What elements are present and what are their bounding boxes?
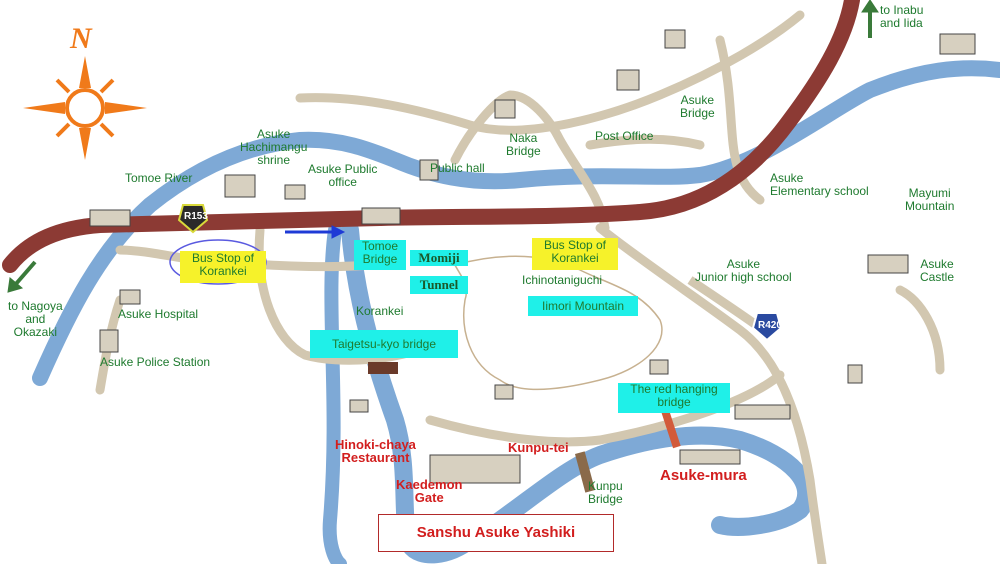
building [89,209,131,227]
post-office-label: Post Office [595,129,654,143]
tunnel-label: Tunnel [410,276,468,294]
taigetsu-kyo-label: Taigetsu-kyo bridge [310,330,458,358]
public-hall-label: Public hall [430,161,485,175]
bus-stop-circle [169,239,267,285]
building [847,364,863,384]
building [616,69,640,91]
ichinotaniguchi-label: Ichinotaniguchi [522,273,603,287]
red-hanging-bridge [661,409,681,449]
asuke-elementary-label: Asuke Elementary school [770,171,869,198]
asuke-mura-label: Asuke-mura [660,467,747,484]
asuke-castle-label: Asuke Castle [920,257,955,284]
hinoki-chaya-label: Hinoki-chaya Restaurant [335,437,416,465]
building [349,399,369,413]
to-nagoya-okazaki-label: to Nagoya and Okazaki [8,299,63,339]
asuke-police-label: Asuke Police Station [100,355,211,369]
asuke-public-office-label: Asuke Public office [308,162,378,189]
building [119,289,141,305]
asuke-hospital-label: Asuke Hospital [118,307,199,321]
r420-shield [751,312,783,342]
building [734,404,791,420]
asuke-hachimangu-label: Asuke Hachimangu shrine [240,127,308,167]
building [679,449,741,465]
asuke-junior-high-label: Asuke Junior high school [695,257,792,284]
building [867,254,909,274]
road-g [585,134,705,150]
building [429,454,521,484]
red-hanging-bridge-label: The red hanging bridge [618,383,730,413]
naka-bridge-label: Naka Bridge [506,131,541,158]
to-inabu-iida-label: to Inabu and Iida [880,3,924,30]
r420-label: R420 [758,320,782,331]
compass-north-label: N [70,22,92,55]
iimori-mountain-label: Iimori Mountain [528,296,638,316]
tomoe-river [32,60,1000,386]
building [99,329,119,353]
building [224,174,256,198]
asuke-bridge-label: Asuke Bridge [680,93,715,120]
mayumi-mountain-label: Mayumi Mountain [905,186,955,213]
kaedemon-gate-label: Kaedemon Gate [396,477,463,505]
building [284,184,306,200]
compass [23,56,147,160]
title-box: Sanshu Asuke Yashiki [378,514,614,552]
kunpu-tei-label: Kunpu-tei [508,440,569,455]
building [649,359,669,375]
road-d [595,223,827,564]
tomoe-bridge-label: Tomoe Bridge [354,240,406,270]
road-i [895,285,945,375]
tomoe-river-label: Tomoe River [125,171,193,185]
bus-stop-left-label: Bus Stop of Korankei [180,251,266,283]
building [494,99,516,119]
river-branch [322,223,347,564]
r153-shield [177,204,209,234]
route-153 [2,0,860,273]
bus-stop-right-label: Bus Stop of Korankei [532,238,618,270]
taigetsu-kyo-mark [368,362,398,374]
road-h [715,35,765,205]
building [361,207,401,225]
kunpu-bridge-mark [574,451,596,493]
building [494,384,514,400]
building [939,33,976,55]
lower-river [341,221,816,564]
r153-label: R153 [184,211,208,222]
road-e [425,370,785,447]
road-f [450,90,610,233]
momiji-label: Momiji [410,250,468,266]
building [664,29,686,49]
korankei-label: Korankei [356,304,404,318]
building [419,159,439,181]
kunpu-bridge-label: Kunpu Bridge [588,479,623,506]
